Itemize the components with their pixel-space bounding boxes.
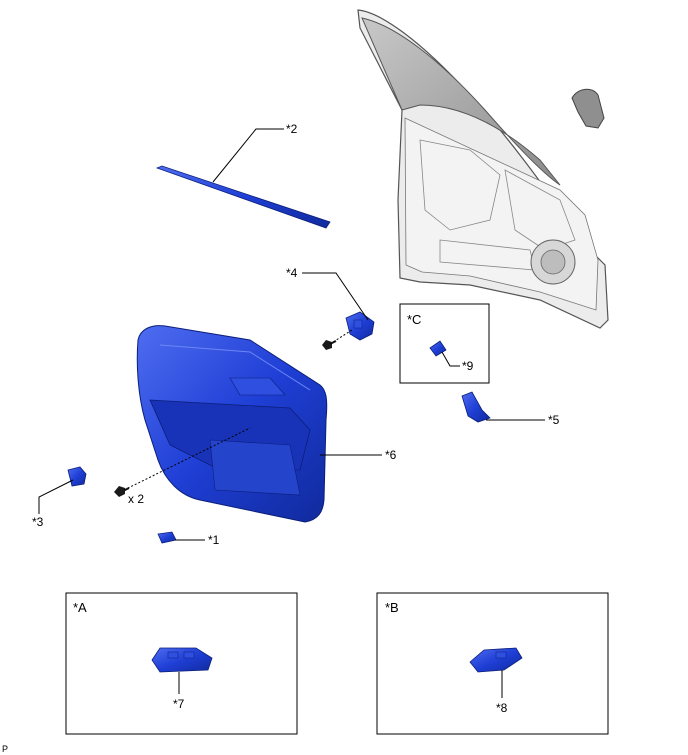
trim-cover-part-5	[461, 391, 491, 423]
inset-label-b: *B	[385, 600, 399, 615]
callout-1: *1	[208, 533, 220, 547]
screw-lower	[114, 486, 130, 497]
inset-label-a: *A	[73, 600, 87, 615]
callout-2: *2	[286, 122, 298, 136]
inset-box-a	[65, 592, 298, 735]
callout-8: *8	[496, 701, 508, 715]
belt-moulding-part	[155, 165, 331, 229]
inset-box-b	[376, 592, 609, 735]
inset-label-c: *C	[407, 312, 421, 327]
switch-cover-part-3	[67, 466, 87, 487]
callout-7: *7	[173, 697, 185, 711]
bracket-part	[345, 311, 375, 341]
door-trim-panel-part	[136, 325, 328, 523]
callout-3: *3	[32, 515, 44, 529]
courtesy-light-part-1	[157, 531, 177, 544]
callout-5: *5	[548, 413, 560, 427]
callout-9: *9	[462, 359, 474, 373]
corner-mark: P	[2, 744, 8, 754]
door-body-illustration	[357, 9, 609, 329]
callout-6: *6	[385, 448, 397, 462]
callout-4: *4	[286, 266, 298, 280]
leader-lines	[38, 128, 545, 541]
quantity-label: x 2	[128, 492, 144, 506]
inset-box-c	[399, 303, 490, 384]
